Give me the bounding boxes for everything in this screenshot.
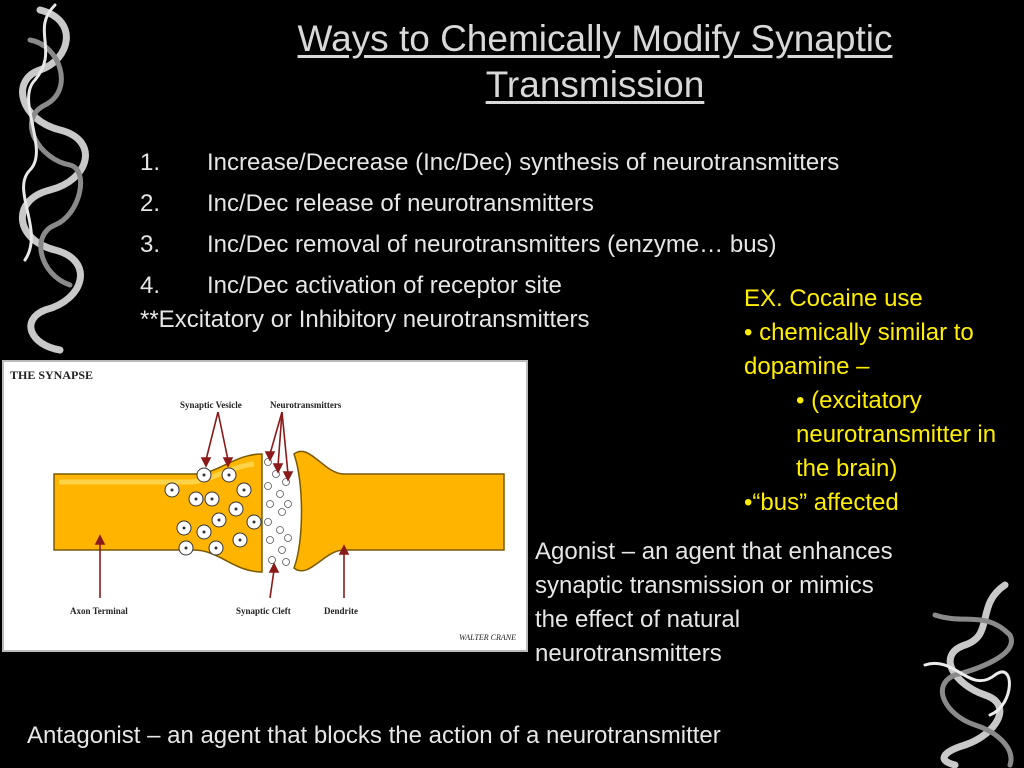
- label-synaptic-cleft: Synaptic Cleft: [236, 606, 291, 616]
- cocaine-point: •“bus” affected: [744, 489, 899, 516]
- antagonist-definition: Antagonist – an agent that blocks the ac…: [27, 722, 721, 749]
- list-item: 1. Increase/Decrease (Inc/Dec) synthesis…: [140, 142, 980, 183]
- list-item: 3. Inc/Dec removal of neurotransmitters …: [140, 224, 980, 265]
- list-text: Increase/Decrease (Inc/Dec) synthesis of…: [207, 149, 840, 176]
- cocaine-example: EX. Cocaine use • chemically similar to …: [744, 282, 1024, 520]
- list-text: Inc/Dec activation of receptor site: [207, 272, 562, 299]
- list-item: 4. Inc/Dec activation of receptor site: [140, 265, 980, 306]
- synapse-illustration: [53, 411, 505, 599]
- label-axon-terminal: Axon Terminal: [70, 606, 128, 616]
- slide-title: Ways to Chemically Modify Synaptic Trans…: [297, 18, 893, 105]
- list-number: 3.: [140, 231, 161, 258]
- cocaine-heading: EX. Cocaine use: [744, 285, 923, 312]
- list-number: 1.: [140, 149, 161, 176]
- label-dendrite: Dendrite: [324, 606, 358, 616]
- label-synaptic-vesicle: Synaptic Vesicle: [180, 400, 242, 410]
- synapse-diagram: THE SYNAPSE: [2, 360, 528, 652]
- methods-list: 1. Increase/Decrease (Inc/Dec) synthesis…: [140, 142, 980, 306]
- protein-ribbon-right: [923, 581, 1014, 768]
- agonist-definition: Agonist – an agent that enhances synapti…: [535, 538, 893, 667]
- artist-signature: WALTER CRANE: [459, 633, 516, 642]
- list-text: Inc/Dec removal of neurotransmitters (en…: [207, 231, 777, 258]
- list-number: 4.: [140, 272, 161, 299]
- excitatory-note: **Excitatory or Inhibitory neurotransmit…: [140, 306, 590, 333]
- list-number: 2.: [140, 190, 161, 217]
- label-neurotransmitters: Neurotransmitters: [270, 400, 342, 410]
- diagram-heading: THE SYNAPSE: [10, 368, 94, 382]
- cocaine-subpoint: • (excitatory neurotransmitter in the br…: [796, 387, 997, 482]
- cocaine-point: • chemically similar to dopamine –: [744, 319, 974, 380]
- list-text: Inc/Dec release of neurotransmitters: [207, 190, 594, 217]
- protein-ribbon-left: [19, 3, 89, 354]
- list-item: 2. Inc/Dec release of neurotransmitters: [140, 183, 980, 224]
